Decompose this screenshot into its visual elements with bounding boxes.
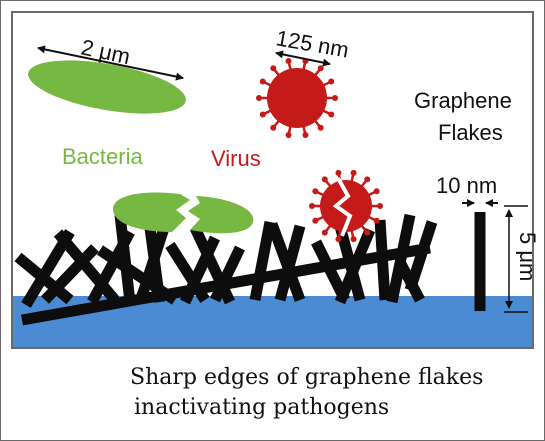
- virus-label: Virus: [211, 146, 261, 171]
- figure-caption: Sharp edges of graphene flakes inactivat…: [130, 363, 540, 423]
- graphene-label-line2: Flakes: [438, 120, 503, 145]
- flake-height-label: 5 μm: [515, 232, 540, 281]
- virus-icon: [256, 58, 338, 138]
- bacteria-label: Bacteria: [62, 144, 143, 169]
- caption-line-1: Sharp edges of graphene flakes: [130, 363, 540, 393]
- virus-size-label: 125 nm: [274, 25, 351, 62]
- graphene-label-line1: Graphene: [414, 88, 512, 113]
- caption-line-2: inactivating pathogens: [130, 393, 540, 423]
- flake-width-label: 10 nm: [436, 173, 497, 198]
- bacterium-icon: [113, 193, 253, 234]
